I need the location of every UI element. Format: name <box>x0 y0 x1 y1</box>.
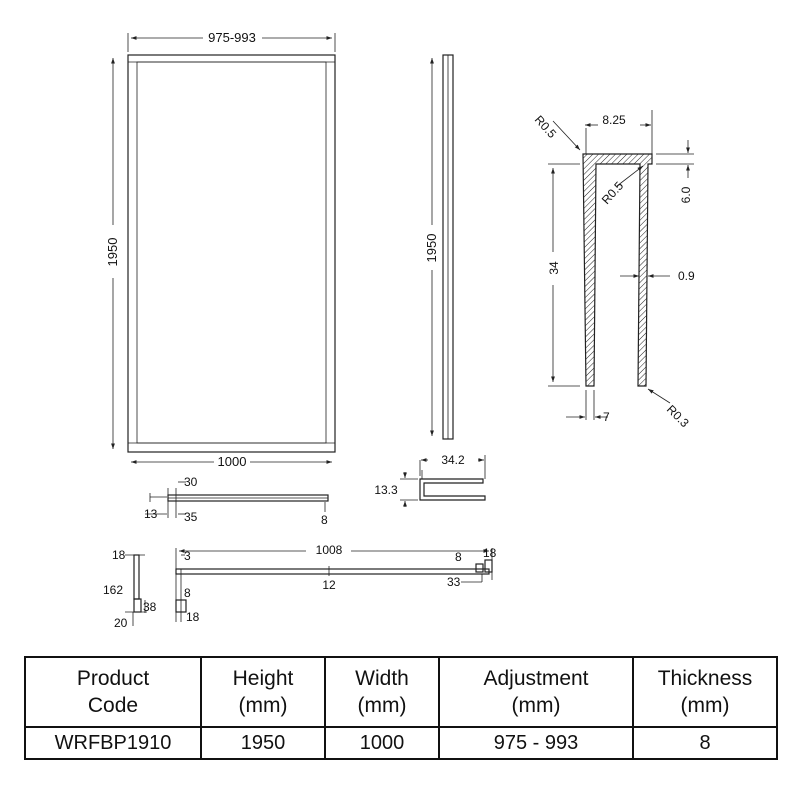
top-section: 30 13 35 8 <box>144 475 329 527</box>
side-height-label: 1950 <box>424 234 439 263</box>
profile-radius-bottom-label: R0.3 <box>664 402 692 430</box>
cell-height: 1950 <box>200 726 326 760</box>
top-section-d-label: 8 <box>321 513 328 527</box>
channel-height-label: 13.3 <box>374 483 398 497</box>
header-product-code: Product Code <box>24 656 202 728</box>
profile-bottom-gap-label: 7 <box>603 410 610 424</box>
front-height-label: 1950 <box>105 238 120 267</box>
side-view: 1950 <box>424 54 454 440</box>
bar-section: 1008 3 12 8 18 33 <box>175 543 497 622</box>
technical-drawing: 975-993 1950 1000 1950 8.25 R0.5 R0.5 6.… <box>103 30 695 630</box>
bar-center-label: 12 <box>322 578 336 592</box>
profile-radius-inner-label: R0.5 <box>599 179 627 207</box>
spec-table: Product Code Height (mm) Width (mm) Adju… <box>24 656 778 760</box>
cell-thickness: 8 <box>632 726 778 760</box>
profile-detail: 8.25 R0.5 R0.5 6.0 34 0.9 7 R0.3 <box>532 110 695 430</box>
front-view: 975-993 1950 1000 <box>105 30 336 469</box>
header-thickness: Thickness (mm) <box>632 656 778 728</box>
front-width-label: 1000 <box>218 454 247 469</box>
small-section-b-label: 162 <box>103 583 123 597</box>
small-section-a-label: 18 <box>112 548 126 562</box>
bar-length-label: 1008 <box>316 543 343 557</box>
cell-width: 1000 <box>324 726 440 760</box>
small-section-c-label: 38 <box>143 600 157 614</box>
top-section-c-label: 35 <box>184 510 198 524</box>
bar-right-a-label: 8 <box>455 550 462 564</box>
spec-header-row: Product Code Height (mm) Width (mm) Adju… <box>24 656 778 728</box>
top-section-b-label: 13 <box>144 507 158 521</box>
header-width: Width (mm) <box>324 656 440 728</box>
table-row: WRFBP1910 1950 1000 975 - 993 8 <box>24 726 778 760</box>
header-height: Height (mm) <box>200 656 326 728</box>
small-section-e-label: 20 <box>114 616 128 630</box>
front-adjustment-label: 975-993 <box>208 30 256 45</box>
profile-height-label: 34 <box>547 261 561 275</box>
profile-top-width-label: 8.25 <box>602 113 626 127</box>
cell-product-code: WRFBP1910 <box>24 726 202 760</box>
bar-right-c-label: 33 <box>447 575 461 589</box>
profile-top-thickness-label: 6.0 <box>679 186 693 203</box>
bar-right-b-label: 18 <box>483 546 497 560</box>
small-section: 18 162 38 20 8 18 <box>103 548 200 630</box>
channel-section: 34.2 13.3 <box>374 453 486 507</box>
profile-wall-label: 0.9 <box>678 269 695 283</box>
cell-adjustment: 975 - 993 <box>438 726 634 760</box>
small-section-d-label: 8 <box>184 586 191 600</box>
bar-left-a-label: 3 <box>184 549 191 563</box>
header-adjustment: Adjustment (mm) <box>438 656 634 728</box>
small-section-f-label: 18 <box>186 610 200 624</box>
channel-width-label: 34.2 <box>441 453 465 467</box>
top-section-a-label: 30 <box>184 475 198 489</box>
profile-radius-outer-label: R0.5 <box>532 113 560 141</box>
